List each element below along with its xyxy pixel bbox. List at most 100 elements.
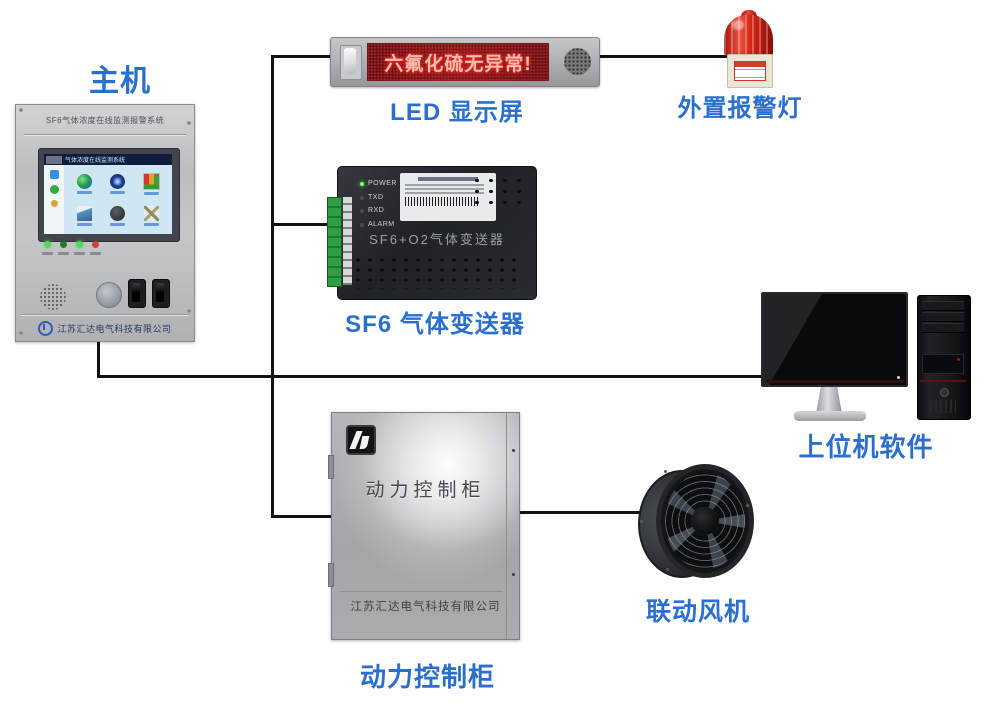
touchscreen-body bbox=[44, 165, 172, 234]
panel-divider bbox=[21, 314, 189, 315]
vent-holes bbox=[352, 255, 522, 289]
led-label: TXD bbox=[368, 194, 384, 201]
status-led-row: POWER bbox=[360, 180, 397, 187]
tile-label-bar bbox=[77, 223, 93, 227]
fan-front-grille bbox=[656, 464, 754, 578]
sticker-title-bar bbox=[417, 177, 479, 181]
alarm-led bbox=[92, 241, 99, 248]
sticker-text-line bbox=[405, 192, 485, 194]
dark-disc-icon bbox=[110, 206, 126, 222]
touchscreen-sidebar bbox=[44, 165, 64, 234]
wire-to-led-display bbox=[271, 55, 332, 58]
screen-tile bbox=[101, 202, 134, 232]
host-company-name: 江苏汇达电气科技有限公司 bbox=[57, 324, 172, 334]
wire-to-cabinet bbox=[271, 515, 333, 518]
rocker-switch bbox=[152, 279, 170, 308]
screen-tile bbox=[68, 168, 101, 200]
touchscreen-menu-tab bbox=[46, 155, 62, 164]
pc-monitor bbox=[761, 292, 908, 387]
host-unit: SF6气体浓度在线监测报警系统 气体浓度在线监测系统 bbox=[15, 104, 195, 342]
terminal-block bbox=[327, 197, 342, 287]
drive-bay bbox=[922, 323, 964, 333]
drive-bay bbox=[922, 301, 964, 311]
led-label: RXD bbox=[368, 207, 385, 214]
speaker-grille-icon bbox=[40, 284, 66, 310]
led-label: ALARM bbox=[368, 221, 395, 228]
led-matrix-text: 六氟化硫无异常! bbox=[384, 53, 532, 75]
touchscreen-bezel: 气体浓度在线监测系统 bbox=[38, 148, 180, 242]
monitor-stand-neck bbox=[816, 387, 842, 414]
host-caption: 主机 bbox=[89, 65, 151, 98]
tile-label-bar bbox=[143, 191, 159, 195]
cabinet-brand-logo-icon bbox=[346, 425, 376, 455]
alarm-led bbox=[360, 222, 364, 227]
bolt-icon bbox=[664, 470, 667, 473]
round-button bbox=[96, 282, 122, 308]
sidebar-green-icon bbox=[49, 185, 59, 194]
host-panel-title: SF6气体浓度在线监测报警系统 bbox=[45, 116, 165, 125]
mountain-icon bbox=[77, 206, 93, 222]
screw-icon bbox=[19, 108, 23, 112]
chart-icon bbox=[142, 172, 160, 190]
led-display-caption: LED 显示屏 bbox=[390, 99, 524, 126]
accent-line bbox=[920, 380, 966, 382]
power-rocker-switch bbox=[340, 45, 362, 80]
company-logo-icon bbox=[38, 321, 54, 336]
tile-label-bar bbox=[110, 223, 126, 227]
power-led bbox=[360, 181, 364, 186]
tools-icon bbox=[143, 206, 159, 222]
globe-icon bbox=[77, 173, 93, 189]
host-brand: 江苏汇达电气科技有限公司 bbox=[16, 321, 194, 336]
alarm-light-caption: 外置报警灯 bbox=[677, 95, 803, 122]
sf6-transmitter: POWER TXD RXD ALARM SF6+O2气体变送器 bbox=[327, 166, 537, 300]
sidebar-blue-icon bbox=[49, 170, 59, 179]
wire-vertical-trunk bbox=[271, 55, 274, 518]
front-panel bbox=[922, 354, 964, 374]
monitor-stand-base bbox=[794, 411, 866, 421]
buzzer-grille-icon bbox=[564, 48, 591, 75]
hinge bbox=[328, 563, 334, 587]
touchscreen-icon-grid bbox=[64, 165, 172, 234]
status-led-row: ALARM bbox=[360, 221, 395, 228]
wire-to-transmitter bbox=[271, 223, 329, 226]
touchscreen: 气体浓度在线监测系统 bbox=[44, 154, 172, 234]
alarm-beacon-base bbox=[727, 54, 773, 88]
barcode-icon bbox=[405, 197, 479, 206]
led-label-bar bbox=[90, 252, 101, 255]
wire-main-horizontal bbox=[97, 375, 763, 378]
run-led bbox=[76, 241, 83, 248]
panel-groove bbox=[24, 134, 186, 135]
sidebar-gold-icon bbox=[50, 200, 58, 207]
bolt-icon bbox=[640, 520, 643, 523]
rocker-switch bbox=[128, 279, 146, 308]
power-led bbox=[44, 241, 51, 248]
rxd-led bbox=[360, 208, 364, 213]
touchscreen-header: 气体浓度在线监测系统 bbox=[44, 154, 172, 165]
led-matrix-screen: 六氟化硫无异常! bbox=[367, 43, 549, 81]
led-display: 六氟化硫无异常! bbox=[330, 37, 600, 87]
wire-led-to-alarm bbox=[598, 55, 728, 58]
screw-icon bbox=[187, 309, 191, 313]
cabinet-divider bbox=[340, 591, 503, 592]
cabinet-caption: 动力控制柜 bbox=[359, 662, 495, 692]
power-control-cabinet: 动力控制柜 江苏汇达电气科技有限公司 bbox=[328, 412, 520, 640]
screw-icon bbox=[512, 573, 515, 576]
led-label-bar bbox=[42, 252, 53, 255]
hinge bbox=[328, 455, 334, 479]
tower-power-button bbox=[940, 388, 949, 397]
tile-label-bar bbox=[110, 190, 126, 194]
monitor-power-led bbox=[897, 376, 900, 379]
comm-led bbox=[60, 241, 67, 248]
sticker-text-line bbox=[405, 188, 485, 190]
tile-label-bar bbox=[77, 190, 93, 194]
fan-caption: 联动风机 bbox=[645, 598, 750, 626]
cabinet-door-text: 动力控制柜 bbox=[365, 480, 486, 501]
tile-label-bar bbox=[143, 223, 159, 227]
screen-tile bbox=[135, 168, 168, 200]
bolt-icon bbox=[666, 568, 669, 571]
fan-icon bbox=[110, 173, 126, 189]
status-led-row: TXD bbox=[360, 194, 384, 201]
led-label-bar bbox=[74, 252, 85, 255]
wire-host-to-bus bbox=[97, 339, 100, 377]
